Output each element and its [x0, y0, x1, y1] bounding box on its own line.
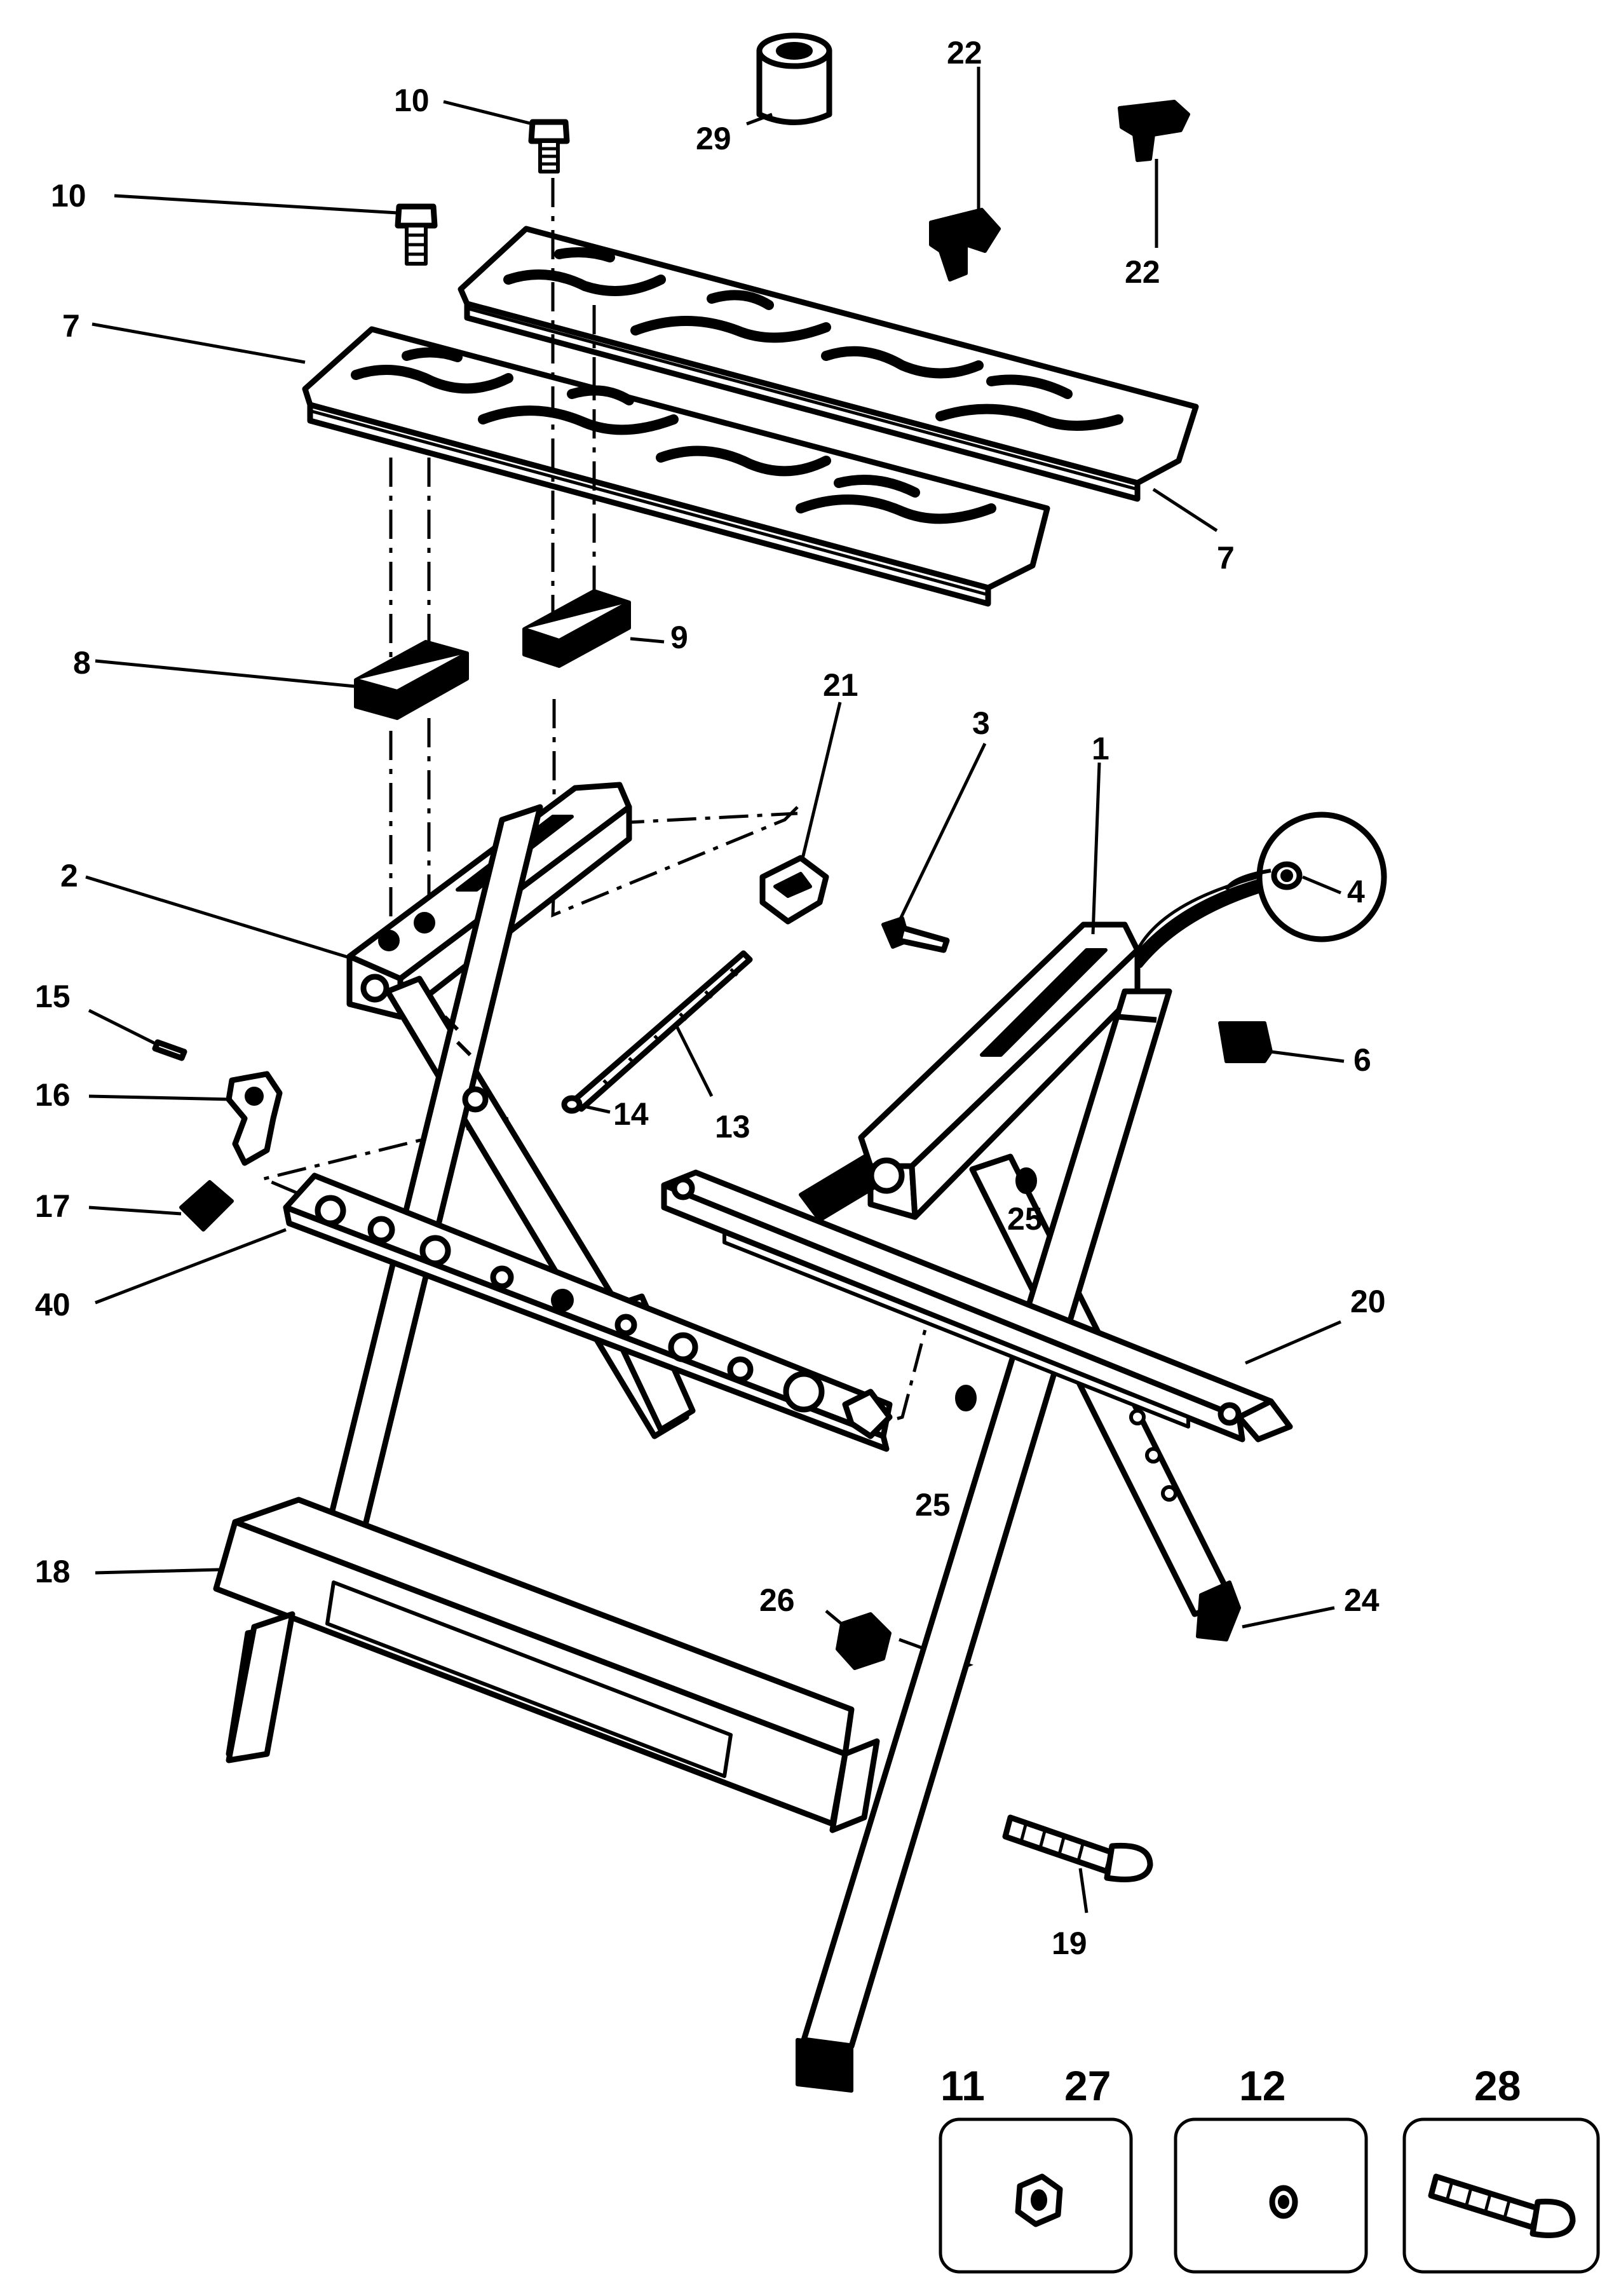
callout-17: 17	[35, 1188, 71, 1224]
callout-19: 19	[1052, 1926, 1087, 1961]
callout-4: 4	[1347, 874, 1365, 909]
callout-2: 2	[60, 858, 78, 893]
detail-magnifier-circle	[1224, 812, 1387, 942]
callout-9: 9	[670, 620, 688, 655]
swivel-peg-part	[354, 640, 469, 720]
callout-6: 6	[1353, 1042, 1371, 1078]
worktop-board-front	[302, 326, 1050, 607]
callout-40: 40	[35, 1287, 71, 1322]
legend-label-12: 12	[1239, 2062, 1285, 2109]
callout-labels: 10 10 29 22 22 7 7 8 9 21 3 1 4 6 2 15 1…	[35, 35, 1386, 1961]
foot-cap-part	[1196, 1580, 1241, 1641]
callout-25-lower: 25	[915, 1487, 951, 1523]
long-bolt-part	[1002, 1814, 1153, 1882]
worktop-board-back	[458, 226, 1199, 502]
legend-label-11: 11	[940, 2062, 985, 2109]
grip-part	[179, 1180, 234, 1232]
bolt-icon	[1428, 2173, 1576, 2238]
callout-26: 26	[759, 1582, 795, 1618]
screw-part	[881, 916, 950, 953]
end-cap-part	[1218, 1021, 1273, 1063]
foot-bar	[213, 1497, 880, 1833]
callout-7-right: 7	[1217, 540, 1235, 576]
callout-18: 18	[35, 1554, 71, 1589]
callout-7-left: 7	[62, 308, 80, 344]
callout-8: 8	[73, 645, 91, 681]
bush-part	[955, 1385, 977, 1411]
callout-16: 16	[35, 1077, 71, 1113]
swivel-peg-part	[522, 589, 631, 668]
callout-21: 21	[823, 667, 858, 703]
hex-nut-icon	[1015, 2173, 1063, 2227]
cam-lever-part	[226, 1071, 283, 1166]
legend-label-27: 27	[1064, 2062, 1111, 2109]
callout-20: 20	[1350, 1284, 1386, 1319]
callout-10-top: 10	[394, 83, 430, 118]
callout-3: 3	[972, 705, 990, 741]
clamp-block-part	[759, 855, 829, 925]
callout-10-left: 10	[51, 178, 86, 214]
callout-24: 24	[1344, 1582, 1380, 1618]
bolt-part	[395, 203, 438, 266]
legend-box-washer: 12	[1174, 2062, 1368, 2274]
callout-14: 14	[613, 1096, 649, 1132]
clamp-knob-part	[929, 208, 1001, 282]
legend-box-bolt: 28	[1402, 2062, 1600, 2274]
clamp-knob-part	[1118, 100, 1190, 162]
pin-part	[152, 1039, 187, 1061]
hex-nut-part	[836, 1612, 892, 1670]
callout-13: 13	[715, 1109, 750, 1145]
callout-leaders	[85, 67, 1345, 1913]
cross-rail	[283, 1172, 893, 1452]
callout-29: 29	[696, 121, 731, 156]
threaded-rod-part	[561, 950, 753, 1114]
jaw-rail	[661, 1169, 1293, 1443]
callout-22-top: 22	[947, 35, 982, 71]
lower-left-leg	[226, 1611, 295, 1763]
callout-25-upper: 25	[1007, 1201, 1043, 1237]
callout-22-right: 22	[1125, 254, 1160, 290]
right-jaw-bracket	[799, 875, 1266, 1222]
spacer-tube-part	[756, 32, 832, 125]
legend-label-28: 28	[1474, 2062, 1521, 2109]
callout-15: 15	[35, 979, 71, 1014]
bolt-part	[528, 119, 570, 173]
bush-part	[1015, 1167, 1037, 1194]
washer-icon	[1269, 2185, 1298, 2219]
legend-box-nut: 11 27	[939, 2062, 1133, 2274]
callout-1: 1	[1092, 731, 1109, 766]
